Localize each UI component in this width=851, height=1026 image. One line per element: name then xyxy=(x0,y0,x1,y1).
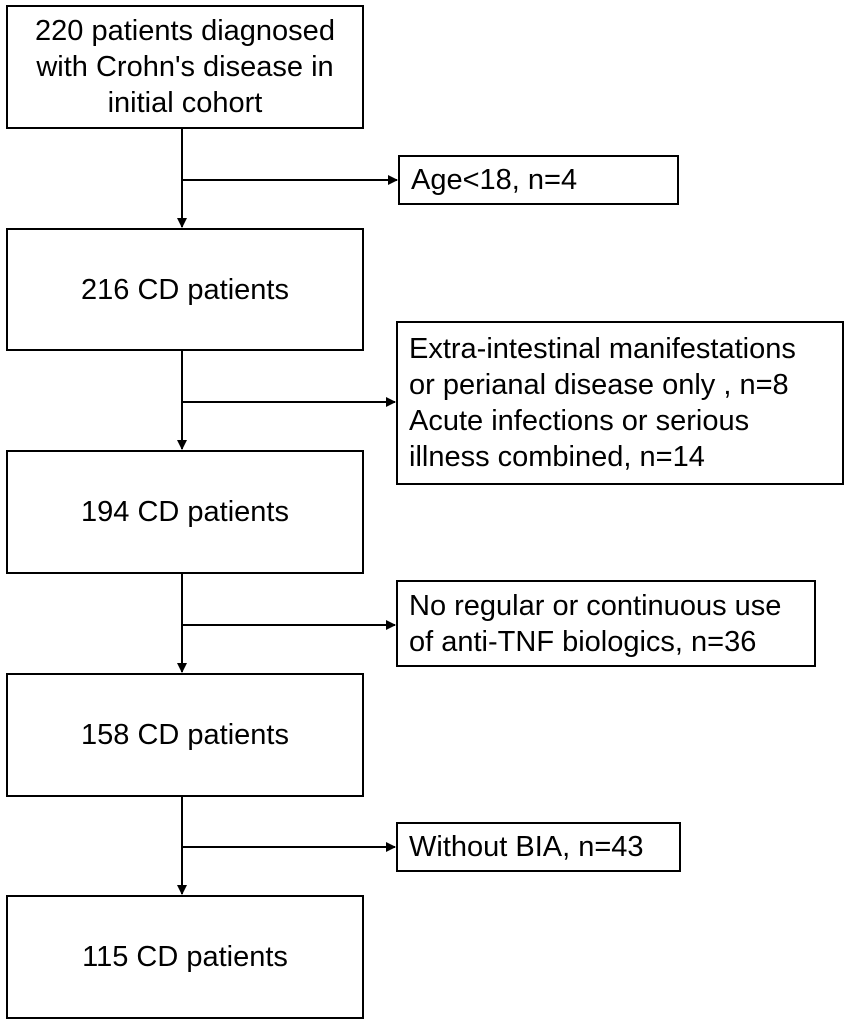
exclusion-age-box: Age<18, n=4 xyxy=(398,155,679,205)
cohort-194-box: 194 CD patients xyxy=(6,450,364,574)
box-text-line: Without BIA, n=43 xyxy=(409,831,644,863)
box-text-line: of anti-TNF biologics, n=36 xyxy=(409,625,757,658)
box-text-line: 115 CD patients xyxy=(82,941,288,973)
exclusion-manifestations-box: Extra-intestinal manifestations or peria… xyxy=(396,321,844,485)
exclusion-bia-box: Without BIA, n=43 xyxy=(396,822,681,872)
box-text-line: 194 CD patients xyxy=(81,496,289,528)
box-text-line: initial cohort xyxy=(107,87,263,119)
box-text-line: Extra-intestinal manifestations xyxy=(409,333,796,365)
cohort-158-box: 158 CD patients xyxy=(6,673,364,797)
box-text-line: 158 CD patients xyxy=(81,719,289,751)
initial-cohort-box: 220 patients diagnosed with Crohn's dise… xyxy=(6,5,364,129)
cohort-216-box: 216 CD patients xyxy=(6,228,364,351)
exclusion-anti-tnf-box: No regular or continuous use of anti-TNF… xyxy=(396,580,816,667)
box-text-line: with Crohn's disease in xyxy=(36,51,334,83)
box-text-line: 220 patients diagnosed xyxy=(35,15,335,47)
box-text-line: No regular or continuous use xyxy=(409,589,782,622)
box-text-line: illness combined, n=14 xyxy=(409,441,705,473)
box-text-line: 216 CD patients xyxy=(81,273,289,306)
box-text-line: Acute infections or serious xyxy=(409,405,750,437)
box-text-line: or perianal disease only , n=8 xyxy=(409,369,789,401)
box-text-line: Age<18, n=4 xyxy=(411,164,578,196)
final-cohort-box: 115 CD patients xyxy=(6,895,364,1019)
